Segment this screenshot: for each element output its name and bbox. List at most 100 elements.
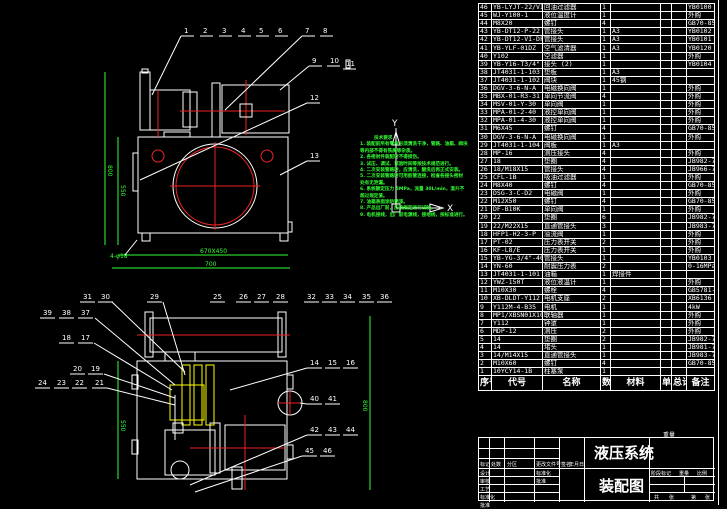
tank-outline [137, 136, 289, 234]
bom-cell: 垫圈 [542, 213, 601, 223]
bom-cell: 1 [600, 205, 611, 215]
bom-cell: 1 [600, 270, 611, 280]
bom-cell [671, 310, 687, 320]
bom-cell [610, 367, 661, 377]
bom-cell [671, 189, 687, 199]
bom-cell: YB-YG-3/4"-40 [491, 253, 543, 264]
bom-cell [610, 302, 661, 312]
bom-header-cell: 序号 [478, 375, 492, 392]
bom-cell: GB70-85 [686, 197, 715, 207]
valve [181, 364, 191, 426]
bom-cell [660, 326, 672, 336]
bom-cell: M8X20 [491, 19, 543, 29]
bom-cell: 1 [600, 35, 611, 45]
bom-cell: 35 [478, 92, 492, 102]
bom-cell [660, 51, 672, 61]
bom-cell: MP-16 [491, 148, 543, 158]
bom-cell: 回油过滤器 [542, 2, 601, 13]
bom-cell [610, 351, 661, 361]
bom-cell: 1 [600, 229, 611, 239]
bom-cell: 1 [600, 51, 611, 61]
bom-cell: 20 [478, 213, 492, 223]
drawing-line [106, 387, 176, 406]
dimension-text: 700 [205, 261, 217, 268]
bom-cell: 吸油过滤器 [542, 172, 601, 183]
balloon-number: 30 [101, 293, 110, 301]
note-line: 4. 二次安装管路时，应清洗，酸洗后再正式安装。 [360, 168, 464, 174]
bom-cell [660, 59, 672, 69]
bom-cell: 1 [600, 189, 611, 199]
bom-cell: 4 [600, 156, 611, 166]
bom-cell: YB-DT12-VI-DF [491, 35, 543, 45]
bom-cell [660, 116, 672, 126]
bom-cell [610, 100, 661, 110]
bom-cell [660, 148, 672, 158]
bom-cell [671, 11, 687, 21]
bom-cell [660, 75, 672, 85]
bom-cell [660, 278, 672, 288]
balloon-number: 4 [241, 27, 246, 35]
balloon-number: 35 [362, 293, 371, 301]
bom-cell: DGV-3-6-N-A [491, 132, 543, 142]
bom-cell: JB981-77 [686, 342, 715, 353]
bom-cell: 螺钉 [542, 181, 601, 191]
bom-cell: 26 [478, 164, 492, 174]
bom-cell [660, 172, 672, 183]
bom-cell: 2 [600, 334, 611, 344]
bom-cell: 1 [600, 83, 611, 94]
bom-cell: 外购 [686, 132, 715, 142]
bom-cell [671, 253, 687, 264]
drawing-line [224, 35, 303, 111]
bom-cell [610, 11, 661, 21]
balloon-number: 9 [312, 57, 316, 65]
bom-cell: 3 [478, 351, 492, 361]
bom-cell [610, 310, 661, 320]
bom-cell: 44 [478, 19, 492, 29]
sheet-label: 第 [691, 495, 697, 501]
dimension-text: 550 [119, 185, 126, 197]
bom-cell: 外购 [686, 318, 715, 328]
bom-cell [660, 2, 672, 13]
bom-cell [671, 132, 687, 142]
drawing-line [94, 317, 176, 386]
bom-cell: 1 [600, 318, 611, 328]
bracket [231, 466, 243, 490]
bom-cell: 1 [600, 132, 611, 142]
valve [205, 364, 215, 426]
balloon-number: 20 [73, 365, 82, 373]
balloon-number: 40 [310, 395, 319, 403]
role-label: 审核 [480, 479, 491, 485]
bom-cell: XB6136 [686, 294, 715, 304]
bom-cell: MDP-12 [491, 326, 543, 336]
bom-cell: HFP1-H2-3-P [491, 229, 543, 239]
bom-cell: 4 [600, 359, 611, 369]
bom-cell: DGV-3-6-N-A [491, 83, 543, 94]
bom-cell: 1 [600, 43, 611, 53]
bom-cell [660, 351, 672, 361]
bom-cell [610, 197, 661, 207]
bom-cell [671, 318, 687, 328]
bom-header-cell: 数量 [600, 375, 611, 392]
bom-cell: 管接头 [542, 253, 601, 264]
balloon-number: 39 [43, 309, 52, 317]
port [286, 374, 294, 390]
bom-cell: 1 [600, 59, 611, 69]
bom-cell [686, 270, 715, 280]
bom-cell: 电磁阀 [542, 189, 601, 199]
bom-cell: YB0100 [686, 2, 715, 13]
y-arrow-icon [391, 130, 401, 146]
bom-cell: 空气滤清器 [542, 43, 601, 53]
bom-cell [671, 108, 687, 118]
balloon-number: 24 [38, 379, 47, 387]
balloon-number: 46 [323, 447, 332, 455]
bom-cell: YB-DT12-P-22 [491, 27, 543, 37]
bom-cell: YB-YLF-01DZ [491, 43, 543, 53]
